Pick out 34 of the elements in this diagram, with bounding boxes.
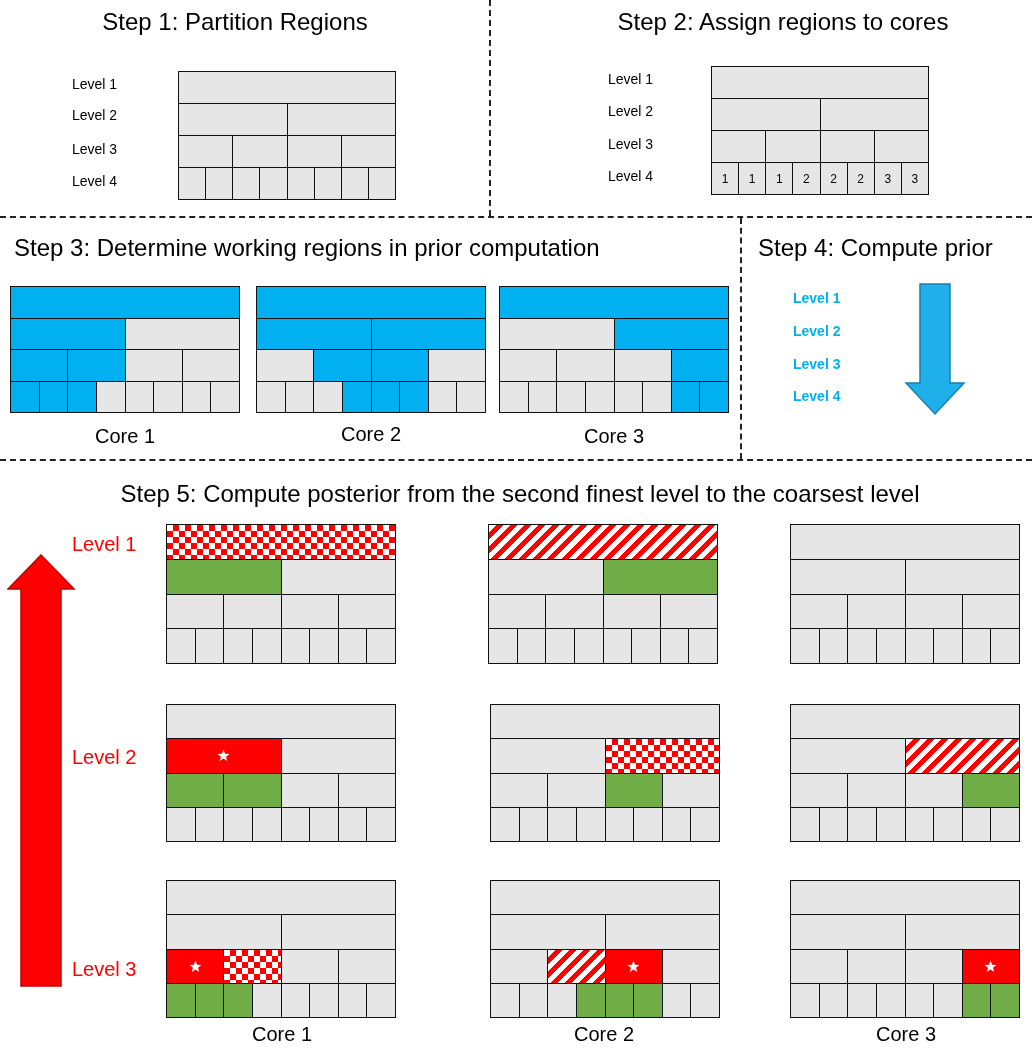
level-label: Level 3 bbox=[793, 356, 841, 373]
level-label: Level 3 bbox=[608, 136, 654, 153]
core-label: Core 2 bbox=[574, 1022, 634, 1046]
step-heading: Step 5: Compute posterior from the second finest level to the coarsest level bbox=[120, 480, 920, 509]
level-label: Level 1 bbox=[72, 76, 118, 93]
region-cell: 3 bbox=[873, 163, 901, 194]
level-label: Level 1 bbox=[793, 290, 841, 307]
region-cell: 3 bbox=[900, 163, 928, 194]
step-heading: Step 2: Assign regions to cores bbox=[617, 8, 949, 37]
step-heading: Step 1: Partition Regions bbox=[102, 8, 368, 37]
region-cell: 1 bbox=[738, 163, 766, 194]
core-label: Core 3 bbox=[876, 1022, 936, 1046]
core-label: Core 2 bbox=[341, 422, 401, 446]
step-heading: Step 4: Compute prior bbox=[758, 234, 993, 263]
level-label: Level 2 bbox=[793, 323, 841, 340]
step-heading: Step 3: Determine working regions in prior computation bbox=[14, 234, 600, 263]
core-label: Core 3 bbox=[584, 424, 644, 448]
core-label: Core 1 bbox=[252, 1022, 312, 1046]
core-label: Core 1 bbox=[95, 424, 155, 448]
region-cell: 1 bbox=[712, 163, 739, 194]
level-label: Level 2 bbox=[72, 107, 118, 124]
region-cell: 2 bbox=[792, 163, 820, 194]
level-label: Level 3 bbox=[72, 141, 118, 158]
region-cell: 2 bbox=[819, 163, 847, 194]
level-label: Level 2 bbox=[72, 745, 137, 769]
level-label: Level 2 bbox=[608, 103, 654, 120]
level-label: Level 4 bbox=[608, 168, 654, 185]
level-label: Level 4 bbox=[72, 173, 118, 190]
level-label: Level 3 bbox=[72, 957, 137, 981]
region-cell: 2 bbox=[846, 163, 874, 194]
level-label: Level 1 bbox=[72, 532, 137, 556]
region-cell: 1 bbox=[765, 163, 793, 194]
level-label: Level 1 bbox=[608, 71, 654, 88]
level-label: Level 4 bbox=[793, 388, 841, 405]
